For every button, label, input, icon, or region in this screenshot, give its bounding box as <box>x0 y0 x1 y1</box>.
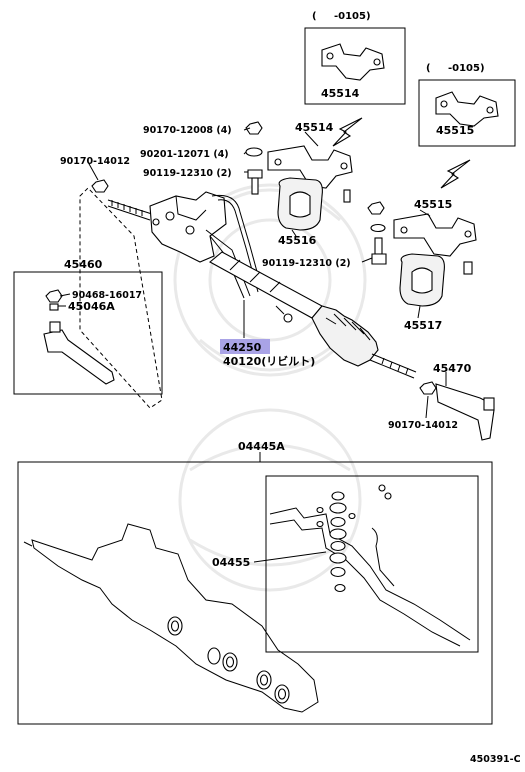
part-number-90119-12310-a[interactable]: 90119-12310 (2) <box>143 168 232 179</box>
part-number-45516[interactable]: 45516 <box>278 234 317 247</box>
date-range-label: ( -0105) <box>426 63 485 74</box>
part-number-04445A[interactable]: 04445A <box>238 440 285 453</box>
bracket-45514 <box>267 145 353 203</box>
gear-housing-outline <box>23 523 319 713</box>
kit-box-04455 <box>265 475 479 653</box>
tie-rod-end-45046A[interactable] <box>43 289 115 385</box>
part-number-90170-14012-right[interactable]: 90170-14012 <box>388 420 458 431</box>
valve-seal-kit-detail <box>269 484 471 647</box>
cushion-45516[interactable] <box>277 177 323 231</box>
part-number-45517[interactable]: 45517 <box>404 319 442 332</box>
cushion-45517[interactable] <box>399 253 445 307</box>
part-number-45470[interactable]: 45470 <box>433 362 472 375</box>
leader-04455 <box>253 551 327 563</box>
inset-45460 <box>13 271 163 395</box>
part-number-45514-inset[interactable]: 45514 <box>321 87 360 100</box>
nut-45515-top <box>367 201 385 215</box>
nut-90170-12008 <box>245 121 263 135</box>
part-number-04455[interactable]: 04455 <box>212 556 250 569</box>
washer-90201-12071 <box>245 147 263 157</box>
part-number-45046A[interactable]: 45046A <box>68 300 115 313</box>
highlight-44250 <box>220 339 270 354</box>
diagram-reference-code: 450391-C <box>470 754 521 765</box>
bracket-45515 <box>393 213 477 275</box>
tie-rod-end-45470[interactable] <box>419 381 495 441</box>
steering-gear-44250[interactable] <box>107 191 417 379</box>
part-number-45515[interactable]: 45515 <box>414 198 452 211</box>
part-number-45460[interactable]: 45460 <box>64 258 103 271</box>
arrow-to-45514 <box>332 117 363 147</box>
kit-box-04445A <box>17 461 493 725</box>
part-number-44250[interactable]: 44250 <box>223 341 262 354</box>
inset-45514-early: ( -0105) 45514 <box>304 11 406 105</box>
part-number-90170-12008[interactable]: 90170-12008 (4) <box>143 125 232 136</box>
inset-45515-early: ( -0105) 45515 <box>418 63 516 147</box>
part-number-40120[interactable]: 40120(リビルト) <box>223 354 315 368</box>
bolt-90119-12310-b <box>371 237 387 265</box>
nut-90170-14012-left <box>91 179 109 193</box>
part-number-90119-12310-b[interactable]: 90119-12310 (2) <box>262 258 351 269</box>
bolt-90119-12310-a <box>247 169 263 195</box>
part-number-90201-12071[interactable]: 90201-12071 (4) <box>140 149 229 160</box>
arrow-to-45515 <box>440 159 471 189</box>
part-number-45515-inset[interactable]: 45515 <box>436 124 474 137</box>
part-number-90468-16017[interactable]: 90468-16017 <box>72 290 142 301</box>
seal-rings <box>167 616 290 704</box>
part-number-45514[interactable]: 45514 <box>295 121 334 134</box>
part-number-90170-14012-left[interactable]: 90170-14012 <box>60 156 130 167</box>
leader-lines <box>58 127 447 462</box>
date-range-label: ( -0105) <box>312 11 371 22</box>
washer-45515 <box>370 223 386 233</box>
